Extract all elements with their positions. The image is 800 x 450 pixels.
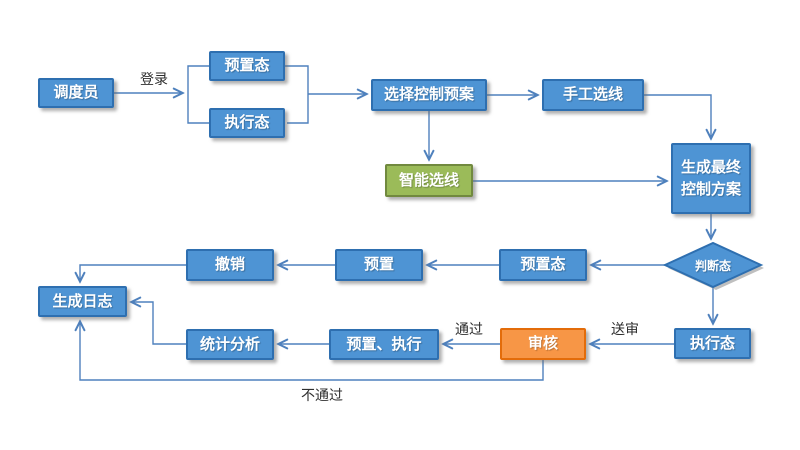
node-preset-state-top: 预置态 [209, 51, 285, 81]
node-review: 审核 [500, 328, 586, 360]
judge-diamond-shape [662, 241, 764, 289]
edge-undo-to-gen-log [80, 264, 186, 281]
edge-label-login: 登录 [140, 73, 168, 88]
node-exec-state-top: 执行态 [209, 108, 285, 138]
edge-label-submit: 送审 [611, 323, 639, 338]
edge-review-fail-to-gen-log [80, 322, 544, 381]
node-smart-line: 智能选线 [385, 164, 473, 197]
node-final-scheme: 生成最终控制方案 [671, 143, 751, 214]
node-undo: 撤销 [186, 249, 274, 281]
node-preset-state-bottom: 预置态 [499, 249, 587, 281]
node-gen-log: 生成日志 [38, 286, 127, 317]
node-judge-state-label: 判断态 [694, 258, 731, 273]
node-select-plan: 选择控制预案 [371, 79, 487, 111]
node-manual-line: 手工选线 [542, 79, 644, 111]
edge-label-fail: 不通过 [301, 389, 343, 404]
edge-stat-to-gen-log [132, 302, 186, 345]
edge-label-pass: 通过 [455, 323, 483, 338]
edge-branch-left-bracket [187, 65, 209, 124]
node-preset: 预置 [335, 249, 423, 281]
judge-diamond [662, 241, 764, 290]
node-dispatcher: 调度员 [38, 78, 114, 108]
node-preset-exec: 预置、执行 [329, 329, 439, 360]
node-exec-state-bottom: 执行态 [674, 328, 751, 359]
edge-manual-line-to-final-scheme [644, 94, 711, 138]
node-stat-analysis: 统计分析 [186, 329, 274, 360]
edge-branch-right-bracket [285, 65, 309, 124]
